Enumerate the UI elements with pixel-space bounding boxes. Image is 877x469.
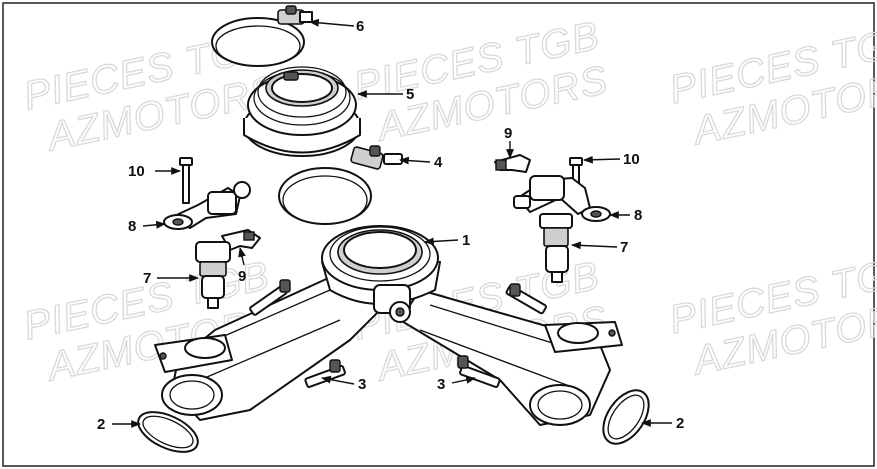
callout-10-right-label: 10 <box>623 151 640 168</box>
callout-3-right-label: 3 <box>437 376 445 393</box>
callout-2-right: 2 <box>641 415 684 432</box>
part-5-boot <box>243 66 361 157</box>
part-7-injector-right <box>539 213 573 283</box>
callout-9-left: 9 <box>238 247 246 285</box>
part-7-injector-left <box>195 241 231 309</box>
callout-7-right: 7 <box>571 239 628 256</box>
part-4-clamp <box>278 145 403 225</box>
callout-7-left: 7 <box>143 270 199 287</box>
callout-5: 5 <box>357 86 414 103</box>
part-2-oring-left <box>137 411 199 453</box>
callout-7-left-label: 7 <box>143 270 151 287</box>
callout-8-right: 8 <box>609 207 642 224</box>
callout-1-label: 1 <box>462 232 470 249</box>
callout-4: 4 <box>399 154 443 171</box>
callout-4-label: 4 <box>434 154 443 171</box>
part-3-bolt-right-lower <box>457 355 501 388</box>
part-8-holder-right <box>513 175 611 222</box>
callout-8-left: 8 <box>128 218 166 235</box>
callout-9-left-label: 9 <box>238 268 246 285</box>
callout-2-right-label: 2 <box>676 415 684 432</box>
callout-2-left-label: 2 <box>97 416 105 433</box>
part-9-clip-right <box>494 154 531 173</box>
part-1-manifold <box>154 225 623 426</box>
callout-6-label: 6 <box>356 18 364 35</box>
callout-8-left-label: 8 <box>128 218 136 235</box>
callout-2-left: 2 <box>97 416 141 433</box>
callout-3-left-label: 3 <box>358 376 366 393</box>
callout-7-right-label: 7 <box>620 239 628 256</box>
callout-3-left: 3 <box>321 375 366 393</box>
callout-1: 1 <box>424 232 470 249</box>
part-8-holder-left <box>163 181 251 230</box>
callout-10-left: 10 <box>128 163 181 180</box>
callout-5-label: 5 <box>406 86 414 103</box>
callout-3-right: 3 <box>437 376 476 393</box>
part-10-bolt-left <box>179 157 193 204</box>
part-3-bolt-left-upper <box>249 279 291 316</box>
callout-9-right: 9 <box>504 125 514 159</box>
callout-9-right-label: 9 <box>504 125 512 142</box>
part-3-bolt-right-upper <box>505 283 547 315</box>
part-6-clamp <box>211 5 313 67</box>
callout-10-left-label: 10 <box>128 163 145 180</box>
callout-6: 6 <box>309 18 364 35</box>
callout-10-right: 10 <box>583 151 640 168</box>
callout-8-right-label: 8 <box>634 207 642 224</box>
part-2-oring-right <box>602 389 650 445</box>
